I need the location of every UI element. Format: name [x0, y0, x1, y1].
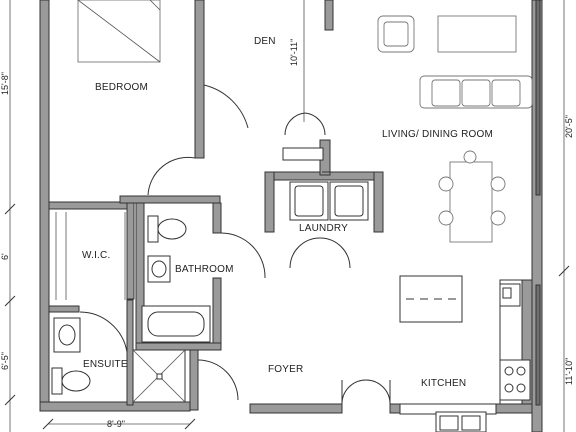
bathtub: [141, 305, 211, 343]
room-label-ensuite: ENSUITE: [83, 359, 128, 370]
armchair: [377, 15, 415, 53]
room-label-den: DEN: [254, 36, 276, 47]
dimension-den-width: 10'-11": [289, 39, 299, 66]
bathroom-sink: [147, 255, 171, 283]
refrigerator: [499, 283, 521, 307]
bedroom-door: [147, 84, 249, 196]
dimension-kitchen-height: 11'-10": [564, 358, 574, 385]
stove: [499, 359, 531, 401]
room-label-foyer: FOYER: [268, 364, 303, 375]
entry-closet-doors: [341, 379, 391, 405]
tv-console: [437, 15, 517, 53]
window-right-lower: [535, 284, 541, 406]
right-dimension-line: [558, 0, 570, 432]
bathroom-toilet: [147, 215, 187, 243]
ensuite-sink: [53, 317, 81, 353]
den-right-partition: [324, 0, 334, 31]
kitchen-sink: [435, 411, 487, 432]
bathroom-right-wall-lower: [212, 277, 222, 349]
wic-right-wall: [126, 202, 135, 300]
foyer-door: [197, 359, 239, 401]
dimension-living-height: 20'-5": [564, 115, 574, 138]
room-label-laundry: LAUNDRY: [299, 223, 348, 234]
kitchen-island: [399, 275, 463, 323]
bottom-dimension-line: [42, 418, 196, 430]
ensuite-top-wall: [48, 305, 80, 313]
ensuite-shower: [132, 349, 186, 403]
bathroom-bottom-wall: [135, 342, 222, 351]
dimension-bedroom-height: 15'-8": [0, 72, 10, 95]
laundry-left-wall: [264, 171, 275, 233]
kitchen-bottom-wall: [249, 403, 343, 414]
room-label-kitchen: KITCHEN: [421, 378, 466, 389]
dimension-wic-height: 6': [0, 253, 10, 260]
dining-table: [438, 150, 506, 243]
dimension-ensuite-height: 6'-5": [0, 352, 10, 370]
bathroom-right-wall: [212, 202, 222, 234]
left-dimension-line: [4, 0, 16, 432]
wic-shelves: [55, 212, 126, 300]
ensuite-toilet: [51, 367, 91, 395]
ensuite-right-wall: [126, 299, 134, 406]
dimension-ensuite-width: 8'-9": [107, 419, 125, 429]
room-label-bathroom: BATHROOM: [175, 264, 234, 275]
bedroom-den-partition: [194, 0, 205, 159]
exterior-wall-left: [39, 0, 50, 411]
ensuite-door: [79, 311, 128, 353]
laundry-doors: [289, 237, 351, 269]
den-closet-door: [280, 112, 330, 173]
foyer-left-wall: [189, 349, 199, 411]
exterior-wall-right: [531, 0, 543, 432]
room-label-wic: W.I.C.: [82, 250, 110, 261]
bed: [77, 0, 161, 63]
washer-dryer: [289, 181, 369, 221]
room-label-bedroom: BEDROOM: [95, 82, 148, 93]
closet-top-wall: [119, 195, 221, 204]
sofa: [419, 75, 533, 109]
bathroom-door: [220, 232, 266, 279]
window-right-upper: [535, 0, 541, 196]
room-label-living-dining: LIVING/ DINING ROOM: [382, 129, 493, 140]
exterior-wall-bottom-left: [39, 401, 191, 412]
laundry-right-wall: [373, 171, 384, 233]
